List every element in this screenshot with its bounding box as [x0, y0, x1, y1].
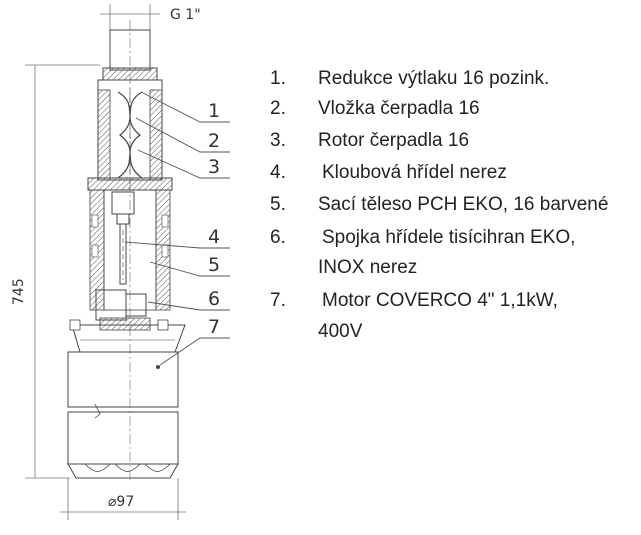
dimension-diameter: ⌀97: [60, 478, 186, 520]
pump-rotor: [117, 88, 143, 190]
dimension-height-label: 745: [11, 278, 27, 305]
callout-3: 3: [208, 156, 220, 178]
legend-text-6-line-1: Spojka hřídele tisícihran EKO,: [322, 227, 576, 248]
legend-number-3: 3.: [270, 130, 286, 151]
callout-7: 7: [208, 316, 220, 338]
dimension-thread: G 1": [100, 4, 201, 30]
legend-text-7-line-2: 400V: [318, 321, 363, 342]
legend-text-2: Vložka čerpadla 16: [318, 98, 480, 119]
callout-5: 5: [208, 254, 220, 276]
pump-cross-section-drawing: G 1" 745: [11, 4, 230, 520]
callout-4: 4: [208, 226, 220, 248]
legend-text-5: Sací těleso PCH EKO, 16 barvené: [318, 194, 609, 215]
legend-text-3: Rotor čerpadla 16: [318, 130, 470, 151]
legend-number-7: 7.: [270, 290, 286, 311]
joint-shaft: [111, 191, 135, 285]
legend-number-1: 1.: [270, 68, 286, 89]
callout-1: 1: [208, 100, 220, 122]
legend-text-7-line-1: Motor COVERCO 4" 1,1kW,: [322, 290, 558, 311]
legend-number-2: 2.: [270, 98, 286, 119]
dimension-diameter-label: ⌀97: [108, 494, 134, 510]
legend-text-6-line-2: INOX nerez: [318, 257, 418, 278]
callout-6: 6: [208, 288, 220, 310]
callout-2: 2: [208, 130, 220, 152]
callout-numbers: 1 2 3 4 5 6 7: [208, 100, 220, 338]
motor: [67, 351, 179, 479]
shaft-coupling: [95, 289, 151, 331]
dimension-thread-label: G 1": [170, 7, 201, 23]
legend-number-4: 4.: [270, 162, 286, 183]
dimension-height: 745: [11, 64, 100, 479]
legend-number-5: 5.: [270, 194, 286, 215]
legend-number-6: 6.: [270, 227, 286, 248]
callouts: [124, 91, 230, 366]
motor-flange: [69, 319, 186, 353]
pump-insert: [97, 89, 163, 181]
legend-text-1: Redukce výtlaku 16 pozink.: [318, 68, 550, 89]
legend-text-4: Kloubová hřídel nerez: [322, 162, 507, 183]
